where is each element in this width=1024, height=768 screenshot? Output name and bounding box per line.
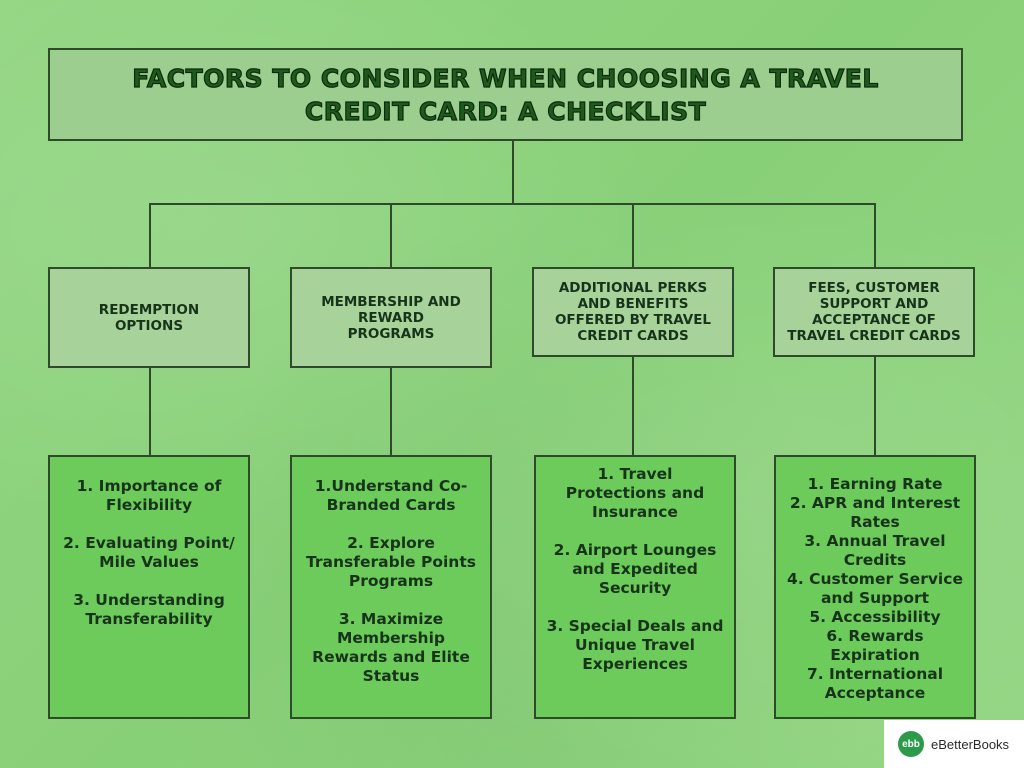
brand-name: eBetterBooks [931,736,1010,752]
list-item: 4. Customer Service and Support [787,570,963,607]
detail-list: 1. Importance of Flexibility 2. Evaluati… [60,477,238,648]
title-box: FACTORS TO CONSIDER WHEN CHOOSING A TRAV… [48,48,963,141]
brand-badge: ebb eBetterBooks [884,720,1024,768]
diagram-title: FACTORS TO CONSIDER WHEN CHOOSING A TRAV… [132,63,879,126]
brand-logo-icon: ebb [898,731,924,757]
list-item: 2. Airport Lounges and Expedited Securit… [553,541,717,597]
list-item: 5. Accessibility [809,608,941,626]
list-item: 7. International Acceptance [806,665,944,702]
category-label: ADDITIONAL PERKS AND BENEFITS OFFERED BY… [554,280,712,344]
detail-box-perks: 1. Travel Protections and Insurance 2. A… [534,455,736,719]
connector-detail-2 [390,368,392,455]
category-box-perks: ADDITIONAL PERKS AND BENEFITS OFFERED BY… [532,267,734,357]
list-item: 2. Explore Transferable Points Programs [306,534,476,590]
list-item: 3. Maximize Membership Rewards and Elite… [312,610,470,685]
connector-drop-1 [149,203,151,267]
category-label: REDEMPTION OPTIONS [98,301,200,334]
detail-box-membership: 1.Understand Co-Branded Cards 2. Explore… [290,455,492,719]
list-item: 3. Annual Travel Credits [804,532,946,569]
detail-list: 1. Earning Rate 2. APR and Interest Rate… [786,475,964,703]
connector-drop-2 [390,203,392,267]
connector-detail-3 [632,357,634,455]
list-item: 3. Understanding Transferability [73,591,225,628]
list-item: 2. APR and Interest Rates [789,494,961,531]
detail-list: 1. Travel Protections and Insurance 2. A… [546,465,724,693]
detail-list: 1.Understand Co-Branded Cards 2. Explore… [302,477,480,705]
detail-box-fees: 1. Earning Rate 2. APR and Interest Rate… [774,455,976,719]
connector-title-stem [512,141,514,204]
category-label: MEMBERSHIP AND REWARD PROGRAMS [321,293,461,342]
list-item: 1. Travel Protections and Insurance [565,465,705,521]
category-box-membership: MEMBERSHIP AND REWARD PROGRAMS [290,267,492,368]
connector-detail-4 [874,357,876,455]
list-item: 1. Earning Rate [807,475,943,493]
list-item: 1. Importance of Flexibility [76,477,222,514]
list-item: 3. Special Deals and Unique Travel Exper… [546,617,724,673]
category-box-redemption: REDEMPTION OPTIONS [48,267,250,368]
category-box-fees: FEES, CUSTOMER SUPPORT AND ACCEPTANCE OF… [773,267,975,357]
category-label: FEES, CUSTOMER SUPPORT AND ACCEPTANCE OF… [787,280,961,344]
list-item: 1.Understand Co-Branded Cards [314,477,468,514]
connector-drop-3 [632,203,634,267]
connector-horizontal-bar [149,203,876,205]
detail-box-redemption: 1. Importance of Flexibility 2. Evaluati… [48,455,250,719]
connector-detail-1 [149,368,151,455]
list-item: 6. Rewards Expiration [826,627,924,664]
connector-drop-4 [874,203,876,267]
list-item: 2. Evaluating Point/ Mile Values [63,534,235,571]
